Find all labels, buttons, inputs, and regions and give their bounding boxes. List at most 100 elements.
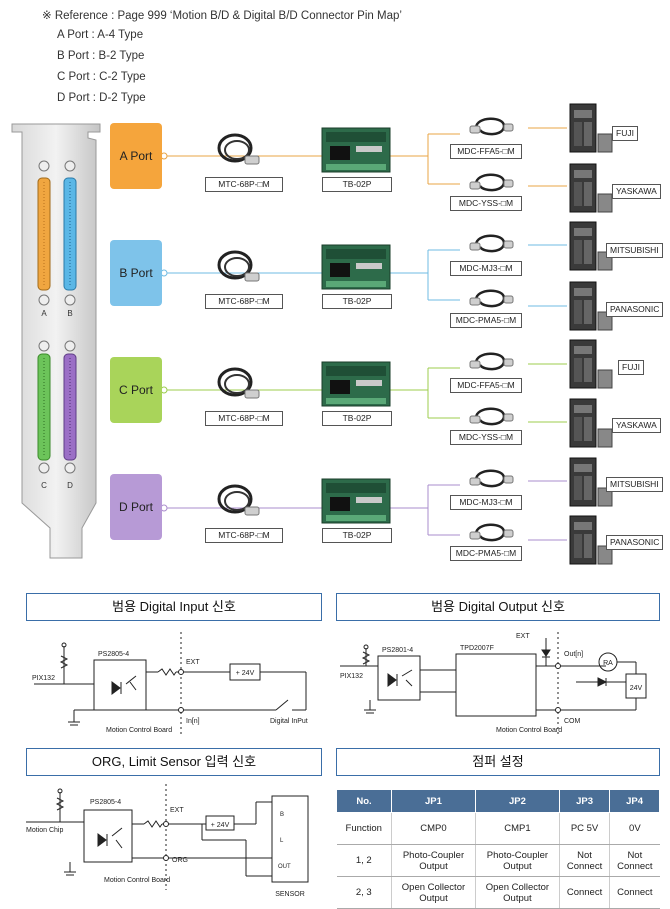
equipment-pictures: [217, 103, 613, 565]
do-signal-label: PIX132: [340, 673, 363, 680]
row-c-cable-label: MTC-68P-□M: [205, 411, 283, 426]
row-b-drive1-cable: MDC-MJ3-□M: [450, 261, 522, 276]
do-chip-label: PS2801-4: [382, 647, 413, 654]
jumper-cell: Open Collector Output: [474, 876, 560, 909]
row-d-cable-label: MTC-68P-□M: [205, 528, 283, 543]
jumper-cell: Connect: [558, 876, 610, 909]
row-d-brand1: MITSUBISHI: [606, 477, 663, 492]
jumper-header-jp2: JP2: [474, 789, 560, 813]
jumper-cell: 2, 3: [336, 876, 392, 909]
row-d-drive2-cable: MDC-PMA5-□M: [450, 546, 522, 561]
di-board-label: Motion Control Board: [106, 727, 172, 734]
do-com-label: COM: [564, 718, 581, 725]
limit-sensor-title: ORG, Limit Sensor 입력 신호: [26, 748, 322, 776]
digital-input-title: 범용 Digital Input 신호: [26, 593, 322, 621]
reference-port-d: D Port : D-2 Type: [57, 92, 146, 104]
do-volt-label: 24V: [630, 685, 643, 692]
row-d-brand2: PANASONIC: [606, 535, 664, 550]
do-out-label: Out[n]: [564, 651, 583, 658]
ls-pin-b: B: [280, 812, 284, 818]
jumper-title: 점퍼 설정: [336, 748, 660, 776]
do-ext-label: EXT: [516, 633, 530, 640]
row-d-drive1-cable: MDC-MJ3-□M: [450, 495, 522, 510]
port-c-box: C Port: [110, 357, 162, 423]
ls-ext-label: EXT: [170, 807, 184, 814]
bracket-letter-b: B: [67, 309, 72, 318]
row-c-drive2-cable: MDC-YSS-□M: [450, 430, 522, 445]
jumper-cell: 1, 2: [336, 844, 392, 877]
table-row: Function CMP0 CMP1 PC 5V 0V: [336, 812, 660, 845]
di-volt-label: + 24V: [236, 670, 255, 677]
jumper-cell: Photo-Coupler Output: [474, 844, 560, 877]
board-bracket: A B C D: [11, 123, 101, 559]
connector-a: [37, 177, 51, 291]
jumper-table: No. JP1 JP2 JP3 JP4 Function CMP0 CMP1 P…: [336, 789, 660, 909]
jumper-header-jp3: JP3: [558, 789, 611, 813]
row-c-brand1: FUJI: [618, 360, 644, 375]
di-in-label: In[n]: [186, 718, 200, 725]
row-b-drive2-cable: MDC-PMA5-□M: [450, 313, 522, 328]
jumper-cell: CMP1: [474, 812, 560, 845]
row-a-cable-label: MTC-68P-□M: [205, 177, 283, 192]
di-ext-label: EXT: [186, 659, 200, 666]
ls-org-label: ORG: [172, 857, 188, 864]
do-load-label: RA: [603, 660, 613, 667]
digital-output-title: 범용 Digital Output 신호: [336, 593, 660, 621]
ls-volt-label: + 24V: [211, 822, 230, 829]
row-a-brand1: FUJI: [612, 126, 638, 141]
ls-chip-label: PS2805-4: [90, 799, 121, 806]
row-d-terminal-label: TB-02P: [322, 528, 392, 543]
ls-signal-label: Motion Chip: [26, 827, 63, 834]
reference-port-a: A Port : A-4 Type: [57, 29, 144, 41]
row-c-brand2: YASKAWA: [612, 418, 661, 433]
jumper-cell: Not Connect: [609, 844, 660, 877]
connector-c: [37, 353, 51, 461]
jumper-header-no: No.: [336, 789, 392, 813]
do-driver-label: TPD2007F: [460, 645, 494, 652]
row-b-terminal-label: TB-02P: [322, 294, 392, 309]
port-b-box: B Port: [110, 240, 162, 306]
jumper-cell: 0V: [609, 812, 660, 845]
do-board-label: Motion Control Board: [496, 727, 562, 734]
ls-board-label: Motion Control Board: [104, 877, 170, 884]
jumper-cell: Open Collector Output: [391, 876, 476, 909]
bracket-letter-a: A: [41, 309, 47, 318]
row-a-drive1-cable: MDC-FFA5-□M: [450, 144, 522, 159]
row-a-drive2-cable: MDC-YSS-□M: [450, 196, 522, 211]
row-b-brand2: PANASONIC: [606, 302, 664, 317]
ls-pin-l: L: [280, 838, 284, 844]
ls-pin-out: OUT: [278, 864, 291, 870]
di-chip-label: PS2805-4: [98, 651, 129, 658]
di-switch-label: Digital InPut: [270, 718, 308, 725]
bracket-letter-c: C: [41, 481, 47, 490]
jumper-cell: Not Connect: [558, 844, 610, 877]
row-a-terminal-label: TB-02P: [322, 177, 392, 192]
row-b-cable-label: MTC-68P-□M: [205, 294, 283, 309]
limit-sensor-circuit: PS2805-4 Motion Chip EXT + 24V ORG Motio…: [26, 784, 309, 898]
row-c-terminal-label: TB-02P: [322, 411, 392, 426]
jumper-header-row: No. JP1 JP2 JP3 JP4: [336, 789, 660, 813]
port-d-box: D Port: [110, 474, 162, 540]
jumper-cell: Photo-Coupler Output: [391, 844, 476, 877]
row-c-drive1-cable: MDC-FFA5-□M: [450, 378, 522, 393]
jumper-header-jp1: JP1: [391, 789, 476, 813]
jumper-cell: Function: [336, 812, 392, 845]
reference-port-b: B Port : B-2 Type: [57, 50, 145, 62]
bracket-screw-holes: [38, 160, 76, 474]
reference-port-c: C Port : C-2 Type: [57, 71, 146, 83]
row-a-brand2: YASKAWA: [612, 184, 661, 199]
port-a-box: A Port: [110, 123, 162, 189]
jumper-header-jp4: JP4: [609, 789, 660, 813]
digital-output-circuit: PS2801-4 TPD2007F PIX132 EXT Out[n] RA 2…: [340, 632, 647, 734]
jumper-cell: PC 5V: [558, 812, 610, 845]
reference-line: ※ Reference : Page 999 ‘Motion B/D & Dig…: [42, 10, 402, 22]
digital-input-circuit: PS2805-4 PIX132 EXT + 24V Motion Control…: [32, 632, 308, 734]
ls-sensor-label: SENSOR: [275, 891, 305, 898]
row-b-brand1: MITSUBISHI: [606, 243, 663, 258]
di-signal-label: PIX132: [32, 675, 55, 682]
connector-b: [63, 177, 77, 291]
connector-d: [63, 353, 77, 461]
jumper-cell: Connect: [609, 876, 660, 909]
bracket-letter-d: D: [67, 481, 73, 490]
table-row: 2, 3 Open Collector Output Open Collecto…: [336, 876, 660, 909]
